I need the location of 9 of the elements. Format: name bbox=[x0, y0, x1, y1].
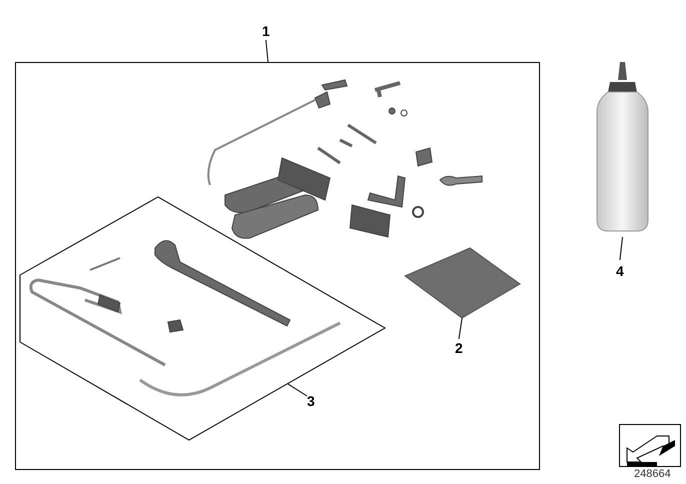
leader-line bbox=[287, 383, 308, 396]
callout-number: 4 bbox=[616, 264, 624, 278]
leader-line bbox=[619, 236, 623, 260]
leader-line bbox=[265, 40, 269, 62]
leader-line bbox=[458, 318, 463, 340]
callout-number: 2 bbox=[455, 341, 463, 355]
part-number: 248664 bbox=[634, 468, 671, 480]
callout-number: 3 bbox=[307, 394, 315, 408]
callout-number: 1 bbox=[262, 24, 270, 38]
